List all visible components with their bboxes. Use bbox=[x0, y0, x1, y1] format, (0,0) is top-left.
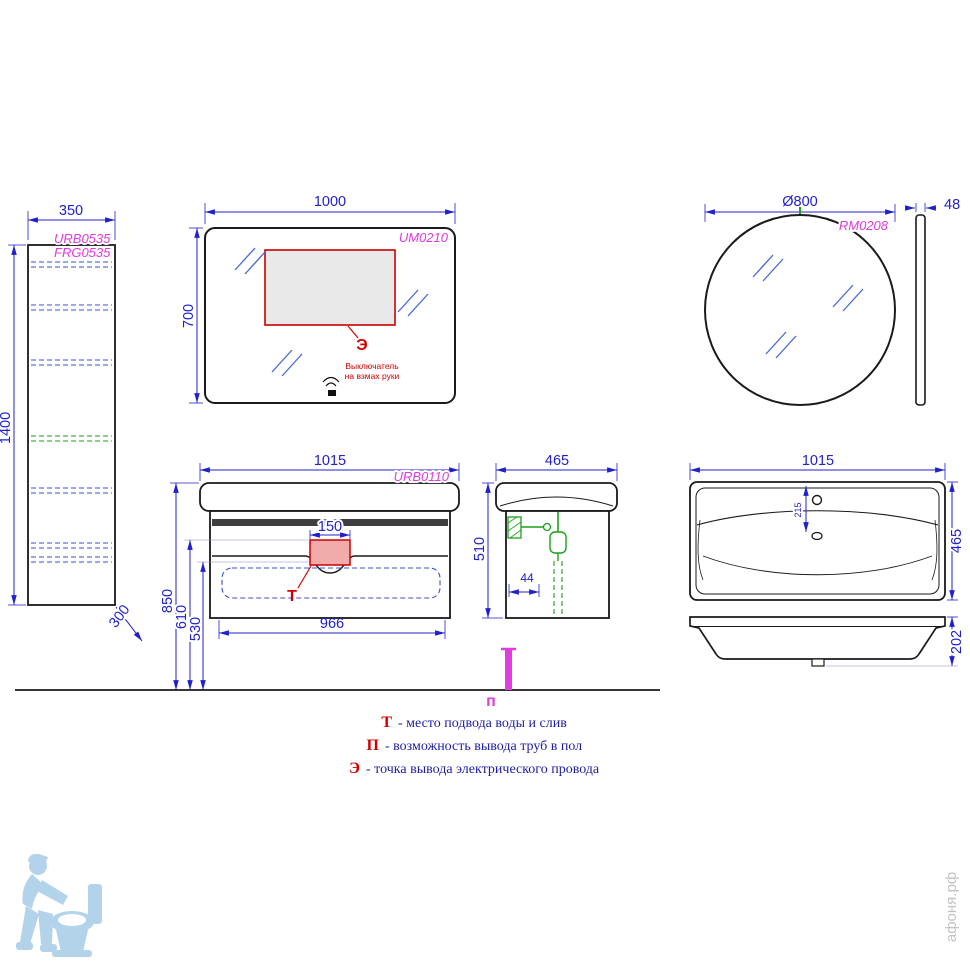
basin-inner-rim bbox=[695, 487, 940, 595]
legend: Т - место подвода воды и слив П - возмож… bbox=[349, 714, 600, 777]
electric-mark: Э bbox=[356, 337, 367, 354]
shelf-dashed-lines bbox=[31, 261, 112, 563]
electric-pointer-line bbox=[347, 325, 359, 339]
legend-text-e: - точка вывода электрического провода bbox=[366, 762, 600, 777]
vanity-code: URB0110 bbox=[394, 469, 450, 484]
drawer-inner-dashed bbox=[221, 567, 441, 599]
led-panel bbox=[264, 249, 396, 326]
height-supply-dim: 610 bbox=[174, 605, 190, 629]
legend-letter-e: Э bbox=[349, 760, 360, 777]
dim-line bbox=[115, 606, 143, 642]
tall-cabinet-drawing: 350 URB0535 FRG0535 1400 300 bbox=[0, 203, 143, 642]
basin-profile-drawing: 202 bbox=[689, 616, 967, 667]
mirror-width-dim: 1000 bbox=[314, 194, 346, 210]
water-pointer-line bbox=[297, 565, 312, 589]
pipe-offset-dim: 44 bbox=[520, 571, 534, 585]
round-mirror-code: RM0208 bbox=[839, 218, 889, 233]
height-drain-dim: 530 bbox=[188, 617, 204, 641]
glass-hatch-marks bbox=[752, 254, 864, 359]
mirror-diameter-dim: Ø800 bbox=[782, 194, 817, 210]
basin-width-dim: 1015 bbox=[802, 453, 834, 469]
overflow-hole bbox=[811, 531, 823, 541]
switch-note-line2: на взмах руки bbox=[345, 371, 400, 381]
rect-mirror-drawing: 1000 700 UM0210 Э Выключатель на взмах р… bbox=[179, 194, 456, 404]
round-mirror-drawing: Ø800 RM0208 48 bbox=[704, 192, 960, 406]
faucet-hole bbox=[811, 494, 823, 506]
glass-hatch-marks bbox=[234, 247, 429, 377]
bowl-left-curve bbox=[697, 519, 704, 581]
basin-front-outline bbox=[199, 482, 460, 512]
plumbing-detail bbox=[507, 512, 567, 614]
basin-side-curve bbox=[499, 496, 614, 507]
cabinet-depth-dim: 300 bbox=[106, 602, 133, 631]
legend-letter-t: Т bbox=[381, 714, 392, 731]
hole-offset-dim: 215 bbox=[793, 502, 803, 517]
side-height-dim: 510 bbox=[472, 537, 488, 561]
floor-and-pipe: п bbox=[15, 647, 660, 710]
basin-height-dim: 202 bbox=[949, 630, 965, 654]
drain-stub bbox=[811, 658, 825, 667]
floor-pipe-label: п bbox=[486, 693, 496, 710]
vanity-front-drawing: 1015 URB0110 150 Т 966 850 610 530 bbox=[158, 453, 460, 690]
vanity-cabinet-outline bbox=[209, 510, 451, 619]
vanity-width-dim: 1015 bbox=[314, 453, 346, 469]
drain-zone-rect bbox=[309, 539, 351, 566]
basin-depth-dim: 465 bbox=[949, 529, 965, 553]
legend-text-p: - возможность вывода труб в пол bbox=[385, 739, 582, 754]
vanity-side-drawing: 465 510 44 bbox=[470, 453, 618, 619]
mirror-thickness-dim: 48 bbox=[944, 197, 960, 213]
mirror-code: UM0210 bbox=[399, 230, 449, 245]
cabinet-outline bbox=[27, 244, 116, 606]
bowl-bottom-curve bbox=[702, 555, 933, 576]
cabinet-code-1: URB0535 bbox=[54, 231, 111, 246]
switch-note-line1: Выключатель bbox=[345, 361, 399, 371]
site-watermark: афоня.рф bbox=[943, 872, 960, 942]
water-mark: Т bbox=[287, 588, 297, 605]
drain-zone-dim: 150 bbox=[318, 519, 342, 535]
drawer-gap bbox=[212, 519, 448, 526]
height-total-dim: 850 bbox=[160, 589, 176, 613]
vanity-inner-width-dim: 966 bbox=[320, 616, 344, 632]
basin-top-outline bbox=[689, 481, 946, 601]
plumber-watermark-logo bbox=[16, 853, 102, 957]
cabinet-height-dim: 1400 bbox=[0, 412, 14, 444]
cabinet-code-2: FRG0535 bbox=[54, 245, 111, 260]
round-mirror-outline bbox=[704, 214, 896, 406]
cabinet-width-dim: 350 bbox=[59, 203, 83, 219]
basin-profile-outline bbox=[689, 616, 946, 660]
mirror-height-dim: 700 bbox=[181, 304, 197, 328]
bowl-right-curve bbox=[931, 519, 938, 581]
round-mirror-side-view bbox=[915, 214, 926, 406]
legend-letter-p: П bbox=[367, 737, 380, 754]
floor-pipe-mark bbox=[505, 648, 512, 690]
vanity-depth-dim: 465 bbox=[545, 453, 569, 469]
bowl-deck-curve bbox=[696, 510, 939, 526]
hand-wave-icon bbox=[322, 376, 340, 396]
legend-text-t: - место подвода воды и слив bbox=[398, 716, 567, 731]
basin-top-view-drawing: 1015 215 465 bbox=[689, 453, 967, 601]
